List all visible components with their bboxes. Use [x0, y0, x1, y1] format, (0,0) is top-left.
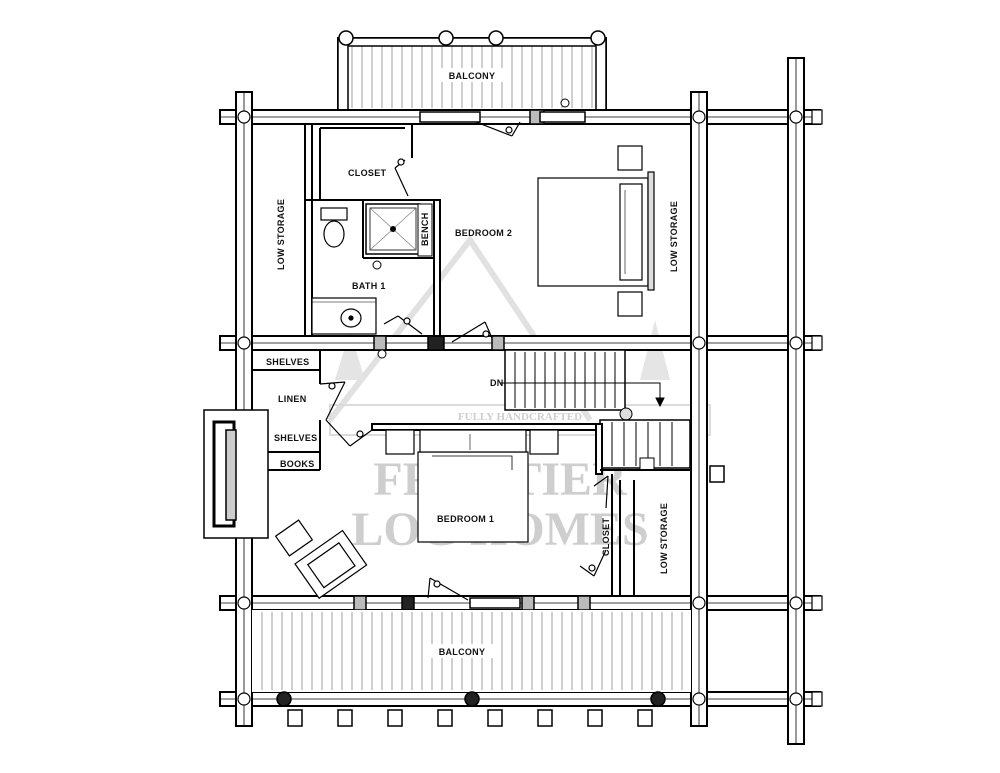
label-low-storage-right-bottom: LOW STORAGE — [659, 503, 669, 574]
label-closet-right: CLOSET — [601, 517, 611, 556]
balcony-top-door — [475, 121, 521, 137]
watermark-tagline: FULLY HANDCRAFTED — [458, 411, 582, 423]
bottom-posts — [276, 465, 725, 727]
bed-bedroom-2 — [537, 145, 655, 317]
closet-door-top — [394, 158, 409, 197]
label-books: BOOKS — [280, 459, 315, 469]
interior-walls-upper — [304, 123, 441, 337]
log-walls-vertical — [235, 57, 805, 745]
label-balcony-bottom: BALCONY — [439, 647, 486, 657]
label-bedroom-1: BEDROOM 1 — [437, 514, 494, 524]
toilet — [320, 207, 348, 248]
bedroom2-door — [451, 321, 493, 343]
bath-door — [383, 315, 423, 335]
label-low-storage-left: LOW STORAGE — [276, 199, 286, 270]
balcony-bottom-door — [427, 577, 469, 601]
shower: BENCH — [365, 203, 433, 270]
armchair — [274, 519, 368, 600]
vanity — [311, 297, 377, 335]
room-labels: CLOSET BEDROOM 2 LOW STORAGE LOW STORAGE… — [266, 168, 679, 574]
chimney — [203, 409, 269, 539]
balcony-top: BALCONY — [337, 30, 607, 111]
label-linen: LINEN — [278, 394, 307, 404]
log-ends — [237, 109, 823, 707]
label-bedroom-2: BEDROOM 2 — [455, 228, 512, 238]
label-balcony-top: BALCONY — [449, 71, 496, 81]
linen-doors — [319, 381, 373, 447]
balcony-bottom: BALCONY — [252, 610, 691, 692]
stairs — [500, 349, 691, 471]
label-down: DN — [490, 378, 504, 388]
closet-door-right — [579, 475, 609, 577]
label-closet-top: CLOSET — [348, 168, 387, 178]
label-bench: BENCH — [420, 212, 430, 246]
bed-bedroom-1 — [385, 429, 559, 543]
label-low-storage-right-top: LOW STORAGE — [669, 201, 679, 272]
label-shelves-top: SHELVES — [266, 357, 309, 367]
label-bath-1: BATH 1 — [352, 281, 386, 291]
label-shelves-bottom: SHELVES — [274, 433, 317, 443]
